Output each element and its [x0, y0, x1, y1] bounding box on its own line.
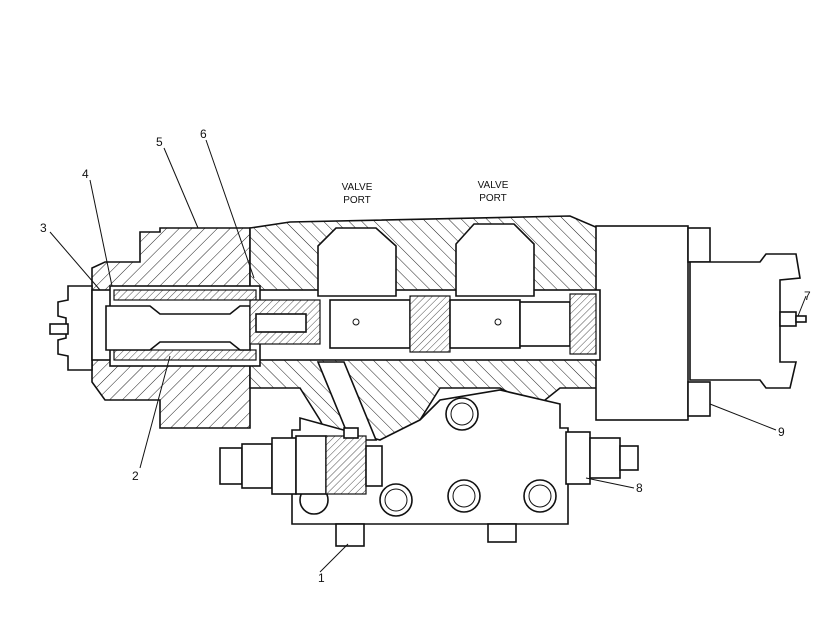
port-circle-1-inner [450, 402, 474, 426]
callout-9: 9 [778, 425, 785, 439]
leader-1 [319, 543, 349, 573]
solenoid-pin [779, 311, 797, 327]
leader-9 [709, 403, 777, 431]
port-circle-2-inner [384, 488, 408, 512]
plunger-stem [255, 313, 307, 333]
relief-valve-cartridge [219, 427, 383, 495]
leader-8 [585, 477, 635, 489]
spring-inner [113, 289, 257, 301]
port-label-left: VALVE PORT [342, 182, 373, 206]
spool-land-3 [449, 299, 521, 349]
left-end-cap [57, 285, 93, 371]
spool-hole-2 [494, 318, 502, 326]
port-label-right: VALVE PORT [478, 180, 509, 204]
callout-7: 7 [804, 289, 811, 303]
callout-labels: 1 2 3 4 5 6 7 8 9 [40, 127, 811, 585]
port-passage-1 [317, 227, 397, 297]
callout-3: 3 [40, 221, 47, 235]
left-pin [49, 323, 69, 335]
port-label-right-line2: PORT [479, 193, 507, 204]
port-label-left-line2: PORT [343, 195, 371, 206]
callout-6: 6 [200, 127, 207, 141]
spool-hole-1 [352, 318, 360, 326]
callout-leaders [49, 139, 807, 573]
leader-4 [89, 179, 113, 287]
solenoid-housing [689, 253, 801, 389]
leader-5 [163, 147, 199, 229]
leader-3 [49, 231, 101, 291]
port-label-left-line1: VALVE [342, 182, 373, 193]
right-end-cap [595, 225, 689, 421]
callout-8: 8 [636, 481, 643, 495]
valve-body [49, 215, 807, 525]
solenoid-pin-tip [795, 315, 807, 323]
leader-2 [139, 355, 171, 469]
port-passage-2 [455, 223, 535, 297]
spool-cap [569, 293, 597, 355]
fitting-right [565, 431, 639, 485]
spool-land-1 [329, 299, 411, 349]
plug-bottom [335, 523, 517, 547]
drilled-passage [316, 361, 378, 441]
spool-piston [105, 305, 251, 351]
port-label-right-line1: VALVE [478, 180, 509, 191]
spool-land-2 [409, 295, 451, 353]
spool-end [519, 301, 571, 347]
spool-bore [91, 285, 601, 367]
port-circle-3-inner [452, 484, 476, 508]
leader-6 [205, 139, 255, 279]
right-cap-flange-bottom [687, 381, 711, 417]
callout-2: 2 [132, 469, 139, 483]
callout-4: 4 [82, 167, 89, 181]
callout-5: 5 [156, 135, 163, 149]
leader-7 [797, 295, 807, 317]
right-cap-flange-top [687, 227, 711, 263]
spring-inner-bottom [113, 349, 257, 361]
port-circle-4-inner [528, 484, 552, 508]
callout-1: 1 [318, 571, 325, 585]
